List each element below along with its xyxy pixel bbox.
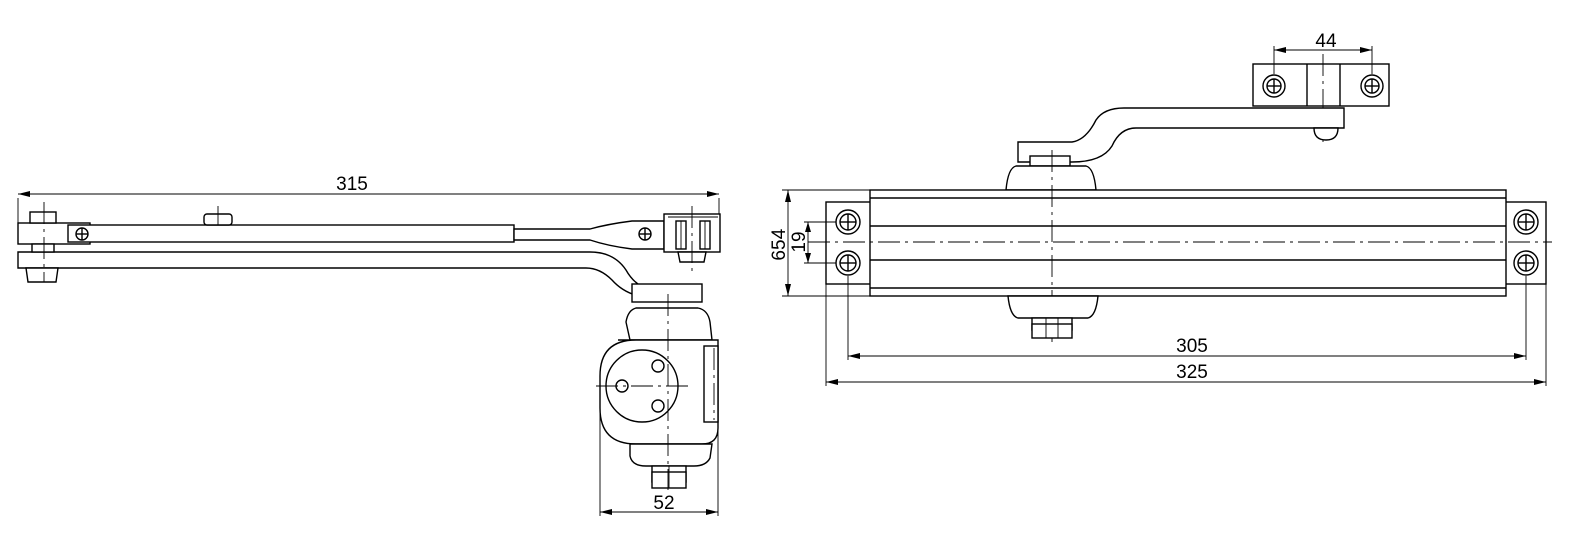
dimension-305: 305 [847, 276, 1527, 360]
dimension-315: 315 [17, 174, 720, 226]
dimension-label: 4 [769, 228, 790, 239]
front-axle-cap-bottom [1007, 295, 1099, 339]
front-axle-cap-top [1005, 165, 1097, 191]
screw-icon [638, 227, 652, 241]
screw-icon [835, 209, 861, 235]
dimension-label: 305 [1176, 336, 1208, 357]
dimension-label: 315 [336, 174, 368, 195]
dimension-label: 44 [1315, 31, 1337, 52]
side-view: 315 52 [17, 174, 721, 516]
side-upper-arm [17, 206, 665, 250]
screw-icon [1360, 74, 1384, 98]
dimension-label: 52 [653, 493, 674, 514]
side-closer-body [599, 307, 719, 489]
dimension-label: 325 [1176, 362, 1208, 383]
dimension-52: 52 [599, 400, 719, 516]
front-arm-bracket [1252, 54, 1390, 142]
front-closer-body [808, 150, 1552, 342]
front-arm [1017, 107, 1345, 167]
screw-icon [1513, 209, 1539, 235]
screw-icon [75, 227, 89, 241]
dimension-65: 65 4 [769, 189, 870, 297]
dimension-325: 325 [825, 284, 1547, 386]
side-axle-cap [631, 283, 703, 303]
dimension-44: 44 [1273, 31, 1373, 74]
front-view: 44 [769, 31, 1552, 386]
dimension-label: 19 [789, 231, 810, 252]
screw-icon [1513, 250, 1539, 276]
dimension-19: 19 [789, 221, 836, 264]
side-lower-arm [17, 243, 657, 299]
screw-icon [1262, 74, 1286, 98]
dimension-label: 65 [769, 239, 790, 260]
screw-icon [835, 250, 861, 276]
